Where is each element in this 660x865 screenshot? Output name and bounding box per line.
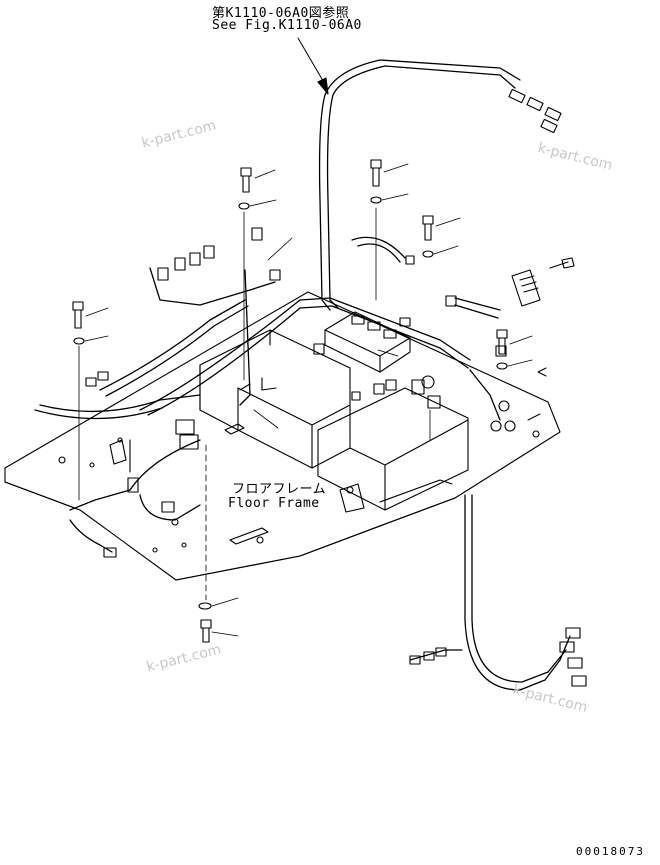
floor-frame-label-jp: フロアフレーム	[232, 482, 327, 497]
connectors-upper-left	[85, 227, 457, 387]
reference-label-jp: 第K1110-06A0図参照	[212, 6, 350, 21]
small-markers	[527, 367, 547, 421]
leader-lines	[78, 163, 533, 637]
fasteners	[72, 159, 508, 643]
connectors-upper-right	[508, 88, 562, 134]
harness-main	[34, 59, 571, 691]
box-left	[199, 329, 351, 469]
box-right	[317, 387, 469, 513]
drawing-number: 00018073	[576, 845, 645, 858]
connectors-lower-right	[409, 627, 587, 687]
misc-components	[103, 345, 516, 558]
controller	[324, 311, 411, 373]
connector-right	[511, 257, 575, 307]
floor-plate	[4, 291, 561, 581]
reference-arrow	[297, 37, 329, 95]
reference-label-en: See Fig.K1110-06A0	[212, 18, 362, 33]
floor-frame-label-en: Floor Frame	[228, 496, 320, 511]
